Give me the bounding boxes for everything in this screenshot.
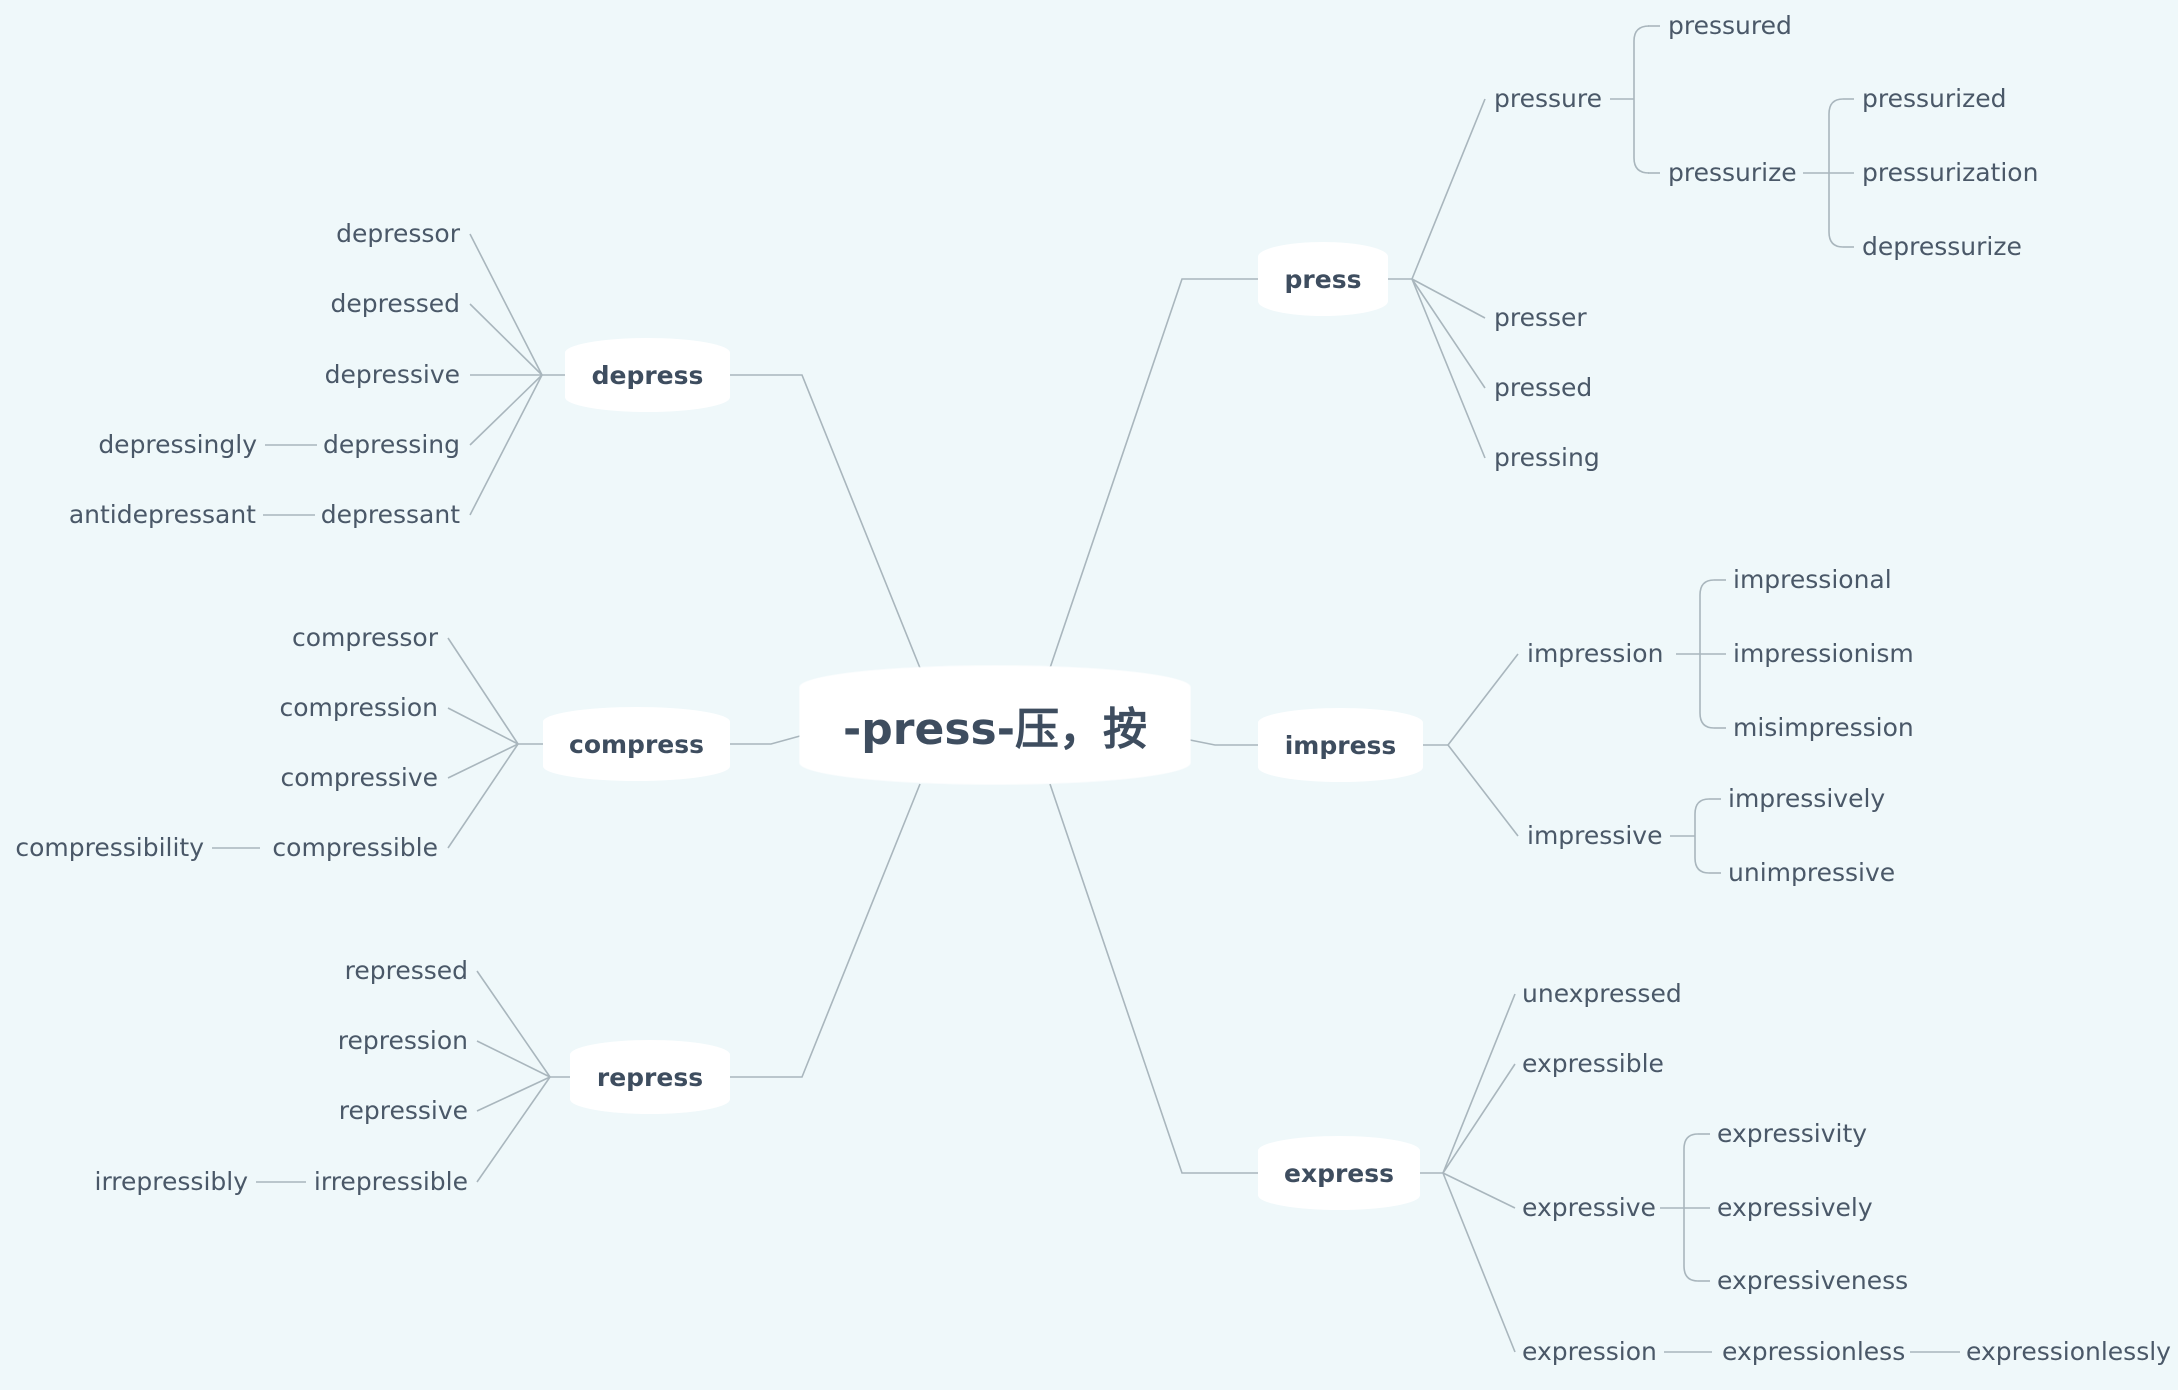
leaf-misimpression[interactable]: misimpression xyxy=(1733,713,1914,742)
central-topic[interactable]: -press-压，按 xyxy=(800,666,1190,784)
leaf-expressiveness[interactable]: expressiveness xyxy=(1717,1266,1909,1295)
leaf-expressionlessly[interactable]: expressionlessly xyxy=(1966,1337,2171,1366)
node-impress[interactable]: impress xyxy=(1258,708,1423,782)
leaf-depressant[interactable]: depressant xyxy=(320,500,460,529)
node-impress-label: impress xyxy=(1284,730,1397,760)
leaf-expressivity[interactable]: expressivity xyxy=(1717,1119,1868,1148)
leaf-impressive[interactable]: impressive xyxy=(1527,821,1663,850)
leaf-pressure[interactable]: pressure xyxy=(1494,84,1602,113)
leaf-presser[interactable]: presser xyxy=(1494,303,1587,332)
leaf-antidepressant[interactable]: antidepressant xyxy=(68,500,256,529)
leaf-depressurize[interactable]: depressurize xyxy=(1862,232,2022,261)
node-express[interactable]: express xyxy=(1258,1136,1420,1210)
node-compress[interactable]: compress xyxy=(543,707,730,781)
node-repress[interactable]: repress xyxy=(570,1040,730,1114)
leaf-depressed[interactable]: depressed xyxy=(330,289,460,318)
leaf-impression[interactable]: impression xyxy=(1527,639,1664,668)
leaf-pressured[interactable]: pressured xyxy=(1668,11,1792,40)
leaf-impressionism[interactable]: impressionism xyxy=(1733,639,1914,668)
leaf-pressurize[interactable]: pressurize xyxy=(1668,158,1797,187)
node-depress[interactable]: depress xyxy=(565,338,730,412)
leaf-compression[interactable]: compression xyxy=(279,693,438,722)
leaf-unexpressed[interactable]: unexpressed xyxy=(1522,979,1682,1008)
leaf-irrepressible[interactable]: irrepressible xyxy=(313,1167,468,1196)
central-topic-label: -press-压，按 xyxy=(843,704,1147,755)
leaf-compressive[interactable]: compressive xyxy=(280,763,438,792)
leaf-pressurization[interactable]: pressurization xyxy=(1862,158,2039,187)
leaf-depressingly[interactable]: depressingly xyxy=(98,430,257,459)
leaf-compressible[interactable]: compressible xyxy=(272,833,438,862)
leaf-expressive[interactable]: expressive xyxy=(1522,1193,1656,1222)
leaf-repressive[interactable]: repressive xyxy=(338,1096,468,1125)
leaf-depressing[interactable]: depressing xyxy=(323,430,460,459)
leaf-compressibility[interactable]: compressibility xyxy=(15,833,204,862)
node-compress-label: compress xyxy=(569,729,704,759)
leaf-repression[interactable]: repression xyxy=(337,1026,468,1055)
leaf-depressive[interactable]: depressive xyxy=(324,360,460,389)
leaf-pressing[interactable]: pressing xyxy=(1494,443,1600,472)
node-express-label: express xyxy=(1283,1158,1395,1188)
leaf-compressor[interactable]: compressor xyxy=(292,623,438,652)
leaf-irrepressibly[interactable]: irrepressibly xyxy=(94,1167,248,1196)
leaf-pressurized[interactable]: pressurized xyxy=(1862,84,2007,113)
leaf-expressionless[interactable]: expressionless xyxy=(1722,1337,1906,1366)
leaf-pressed[interactable]: pressed xyxy=(1494,373,1593,402)
leaf-expressible[interactable]: expressible xyxy=(1522,1049,1664,1078)
leaf-impressional[interactable]: impressional xyxy=(1733,565,1892,594)
node-press-label: press xyxy=(1284,264,1362,294)
leaf-repressed[interactable]: repressed xyxy=(344,956,468,985)
node-press[interactable]: press xyxy=(1258,242,1388,316)
leaf-unimpressive[interactable]: unimpressive xyxy=(1728,858,1896,887)
leaf-expression[interactable]: expression xyxy=(1522,1337,1657,1366)
leaf-impressively[interactable]: impressively xyxy=(1728,784,1886,813)
node-repress-label: repress xyxy=(596,1062,704,1092)
node-depress-label: depress xyxy=(591,360,704,390)
leaf-expressively[interactable]: expressively xyxy=(1717,1193,1873,1222)
leaf-depressor[interactable]: depressor xyxy=(336,219,460,248)
